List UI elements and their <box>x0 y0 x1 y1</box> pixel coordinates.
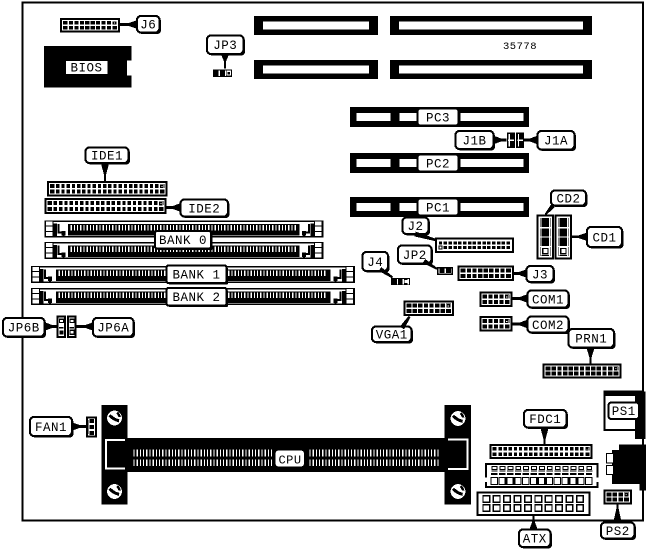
svg-text:J1A: J1A <box>544 135 568 149</box>
svg-text:PC3: PC3 <box>426 111 450 125</box>
svg-text:JP2: JP2 <box>403 249 427 263</box>
svg-text:FDC1: FDC1 <box>529 413 561 427</box>
svg-text:BIOS: BIOS <box>70 62 102 76</box>
svg-text:VGA1: VGA1 <box>376 329 408 343</box>
svg-text:ATX: ATX <box>523 533 547 547</box>
svg-text:IDE1: IDE1 <box>91 150 123 164</box>
svg-text:J6: J6 <box>140 19 156 33</box>
svg-text:J3: J3 <box>532 268 548 282</box>
svg-text:CD2: CD2 <box>556 192 580 206</box>
svg-text:PC2: PC2 <box>426 157 450 171</box>
svg-text:BANK 0: BANK 0 <box>159 234 207 248</box>
svg-text:PS2: PS2 <box>606 525 630 539</box>
svg-text:JP3: JP3 <box>213 39 237 53</box>
svg-text:PS1: PS1 <box>612 405 636 419</box>
svg-text:FAN1: FAN1 <box>35 421 67 435</box>
svg-text:J4: J4 <box>367 256 383 270</box>
svg-text:PC1: PC1 <box>426 201 450 215</box>
svg-text:J1B: J1B <box>462 134 486 148</box>
svg-text:PRN1: PRN1 <box>575 333 607 347</box>
svg-text:IDE2: IDE2 <box>188 202 220 216</box>
svg-text:BANK 2: BANK 2 <box>172 291 220 305</box>
svg-text:CD1: CD1 <box>592 231 616 245</box>
svg-text:CPU: CPU <box>278 454 301 468</box>
svg-text:JP6A: JP6A <box>97 322 129 336</box>
svg-text:35778: 35778 <box>503 41 537 53</box>
svg-text:COM2: COM2 <box>532 319 564 333</box>
svg-text:J2: J2 <box>407 220 423 234</box>
svg-text:COM1: COM1 <box>532 293 564 307</box>
svg-text:JP6B: JP6B <box>8 322 40 336</box>
svg-text:BANK 1: BANK 1 <box>172 269 220 283</box>
